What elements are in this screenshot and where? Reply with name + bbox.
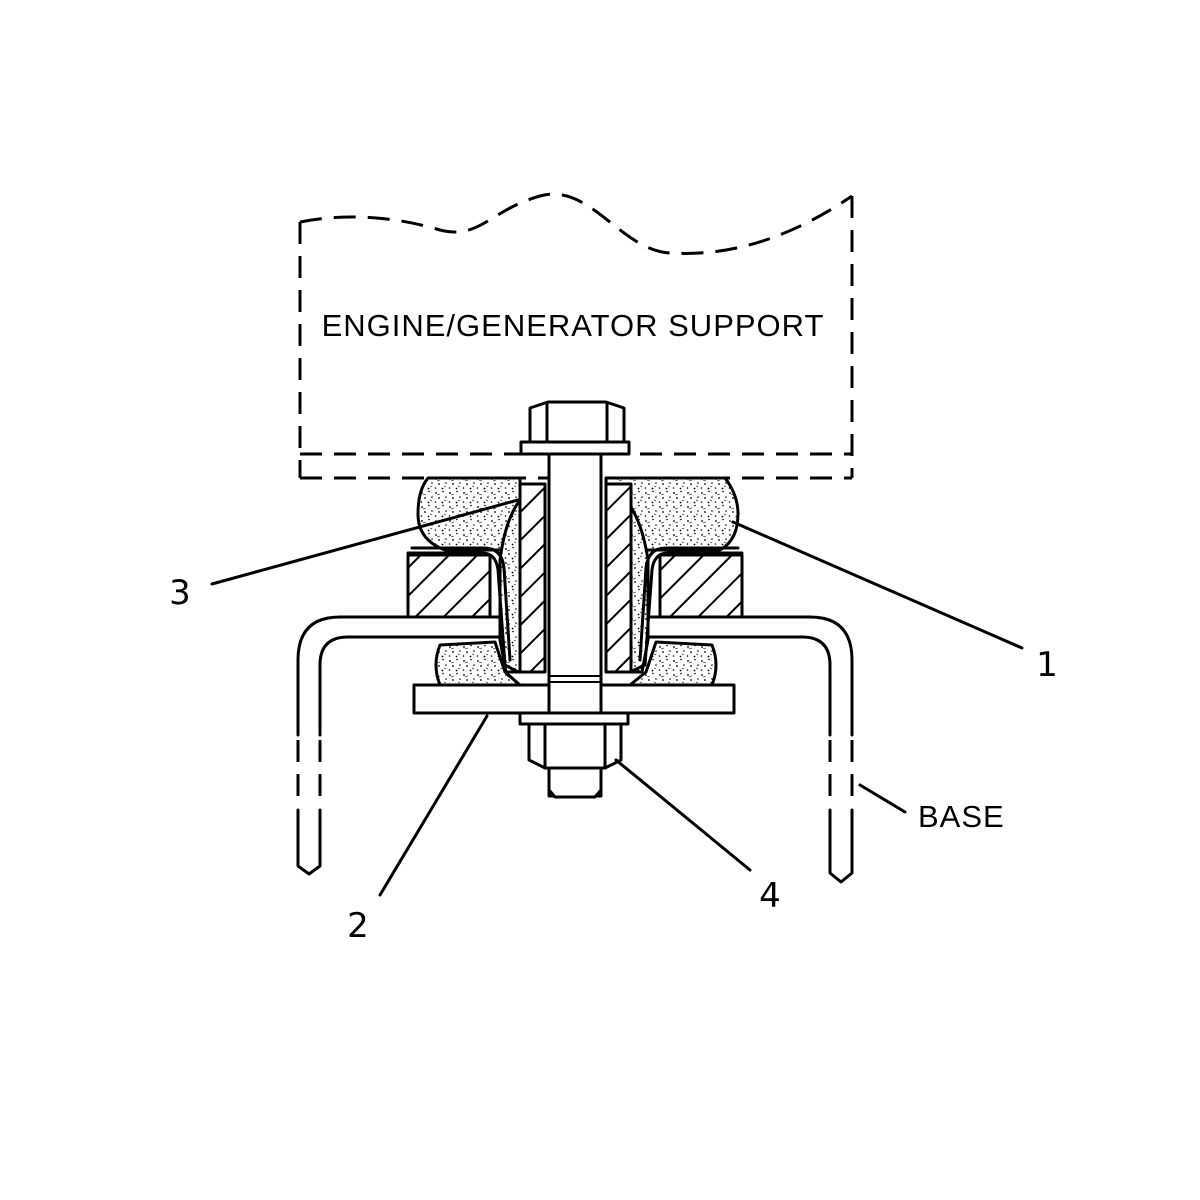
callout-2: 2	[347, 906, 369, 946]
cup-left	[406, 551, 520, 674]
bolt-flange	[519, 440, 631, 456]
lower-rubber-right	[628, 640, 718, 687]
leader-base	[858, 783, 907, 814]
nut-assembly	[518, 711, 630, 799]
base-right-leg-end	[828, 808, 854, 884]
leader-4	[614, 758, 752, 872]
base-left-outer	[296, 615, 502, 737]
base-label: BASE	[918, 799, 1005, 834]
metal-cup	[406, 546, 744, 674]
callout-3: 3	[169, 573, 191, 613]
leader-lines	[210, 498, 1024, 897]
lower-rubber-left	[434, 640, 522, 687]
hex-nut	[527, 722, 623, 770]
bracket-right	[658, 553, 744, 619]
cup-right	[628, 551, 744, 674]
leader-3	[210, 498, 520, 586]
base-right-outer	[648, 615, 854, 737]
base-left-leg-end	[296, 808, 322, 876]
callout-1: 1	[1036, 645, 1058, 685]
bolt-head	[528, 400, 626, 444]
spacer-right-wall	[604, 482, 633, 674]
cup-right-inner	[638, 546, 740, 662]
base-left-phantom	[296, 740, 322, 805]
lower-rubber-snubber	[434, 640, 718, 687]
bracket-left	[406, 553, 492, 619]
bolt-end	[547, 766, 603, 799]
cup-left-inner	[410, 546, 512, 662]
base-right-inner	[648, 635, 832, 737]
leader-1	[731, 520, 1024, 650]
mount-brackets	[406, 553, 744, 619]
base-frame	[296, 615, 854, 884]
flat-washer	[518, 711, 630, 726]
support-label: ENGINE/GENERATOR SUPPORT	[322, 308, 825, 343]
support-break-line	[299, 192, 853, 255]
base-right-phantom	[828, 740, 854, 805]
spacer-tube	[518, 482, 633, 674]
leader-2	[378, 714, 489, 897]
callout-4: 4	[759, 876, 781, 916]
spacer-left-wall	[518, 482, 547, 674]
base-left-inner	[318, 635, 502, 737]
